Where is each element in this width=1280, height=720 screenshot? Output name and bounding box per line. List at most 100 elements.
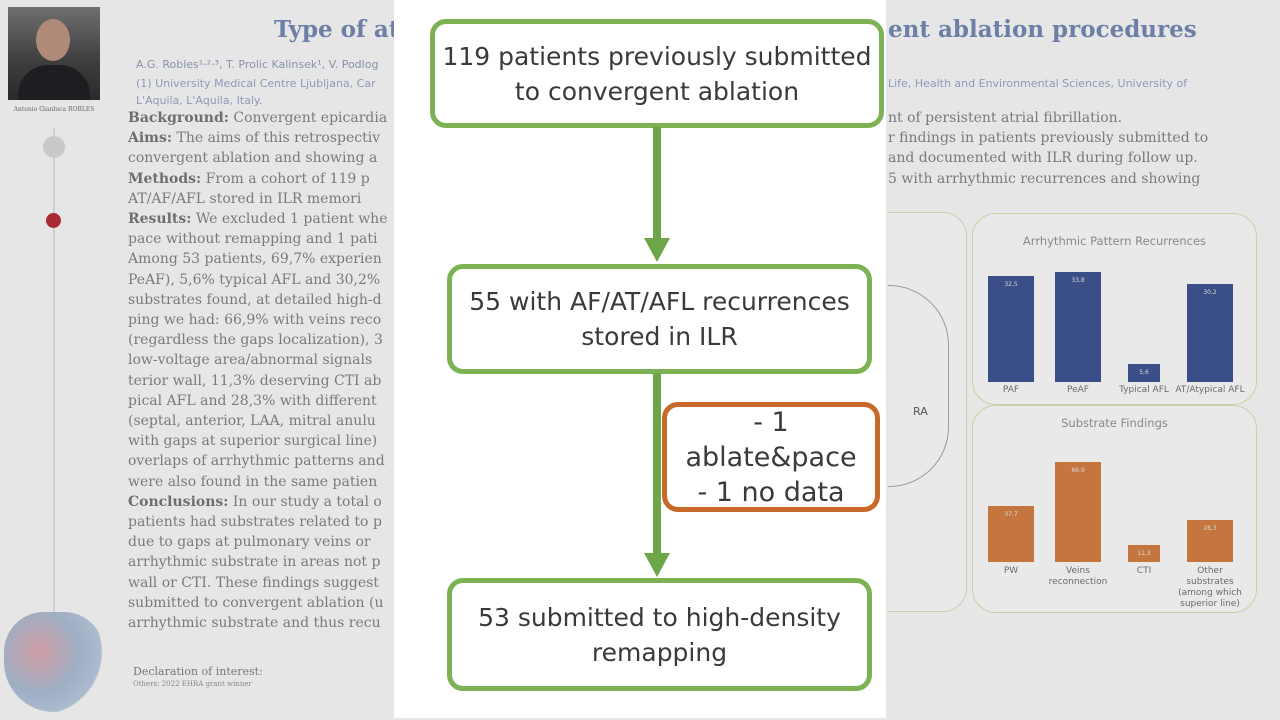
chart-bar [1128,545,1160,562]
poster-title-left: Type of atr [274,16,412,43]
abstract-line: pical AFL and 28,3% with different [128,391,394,411]
chart-value-label: 33,8 [1071,277,1085,284]
affiliation-line-2: L'Aquila, L'Aquila, Italy. [136,94,263,107]
chart-value-label: 32,5 [1004,281,1018,288]
chart-bar [1128,364,1160,382]
abstract-line: substrates found, at detailed high-d [128,290,394,310]
abstract-text: convergent ablation and showing a [128,150,378,167]
timeline-dot-grey [43,136,65,158]
author-photo-body [18,65,90,100]
chart-value-label: 66,9 [1071,467,1085,474]
abstract-text: We excluded 1 patient whe [191,211,388,228]
abstract-text: low-voltage area/abnormal signals [128,352,373,369]
declaration-title: Declaration of interest: [133,665,263,678]
abstract-line: 5 with arrhythmic recurrences and showin… [888,170,1201,187]
abstract-line: Results: We excluded 1 patient whe [128,209,394,229]
arrow-down-icon [644,553,670,577]
declaration-subtitle: Others: 2022 EHRA grant winner [133,680,252,688]
abstract-text: AT/AF/AFL stored in ILR memori [128,190,362,207]
abstract-text: substrates found, at detailed high-d [128,291,382,308]
chart-title: Substrate Findings [1061,416,1168,430]
abstract-text: (regardless the gaps localization), 3 [128,332,383,349]
abstract-text: due to gaps at pulmonary veins or [128,534,371,551]
abstract-heading: Background: [128,110,229,126]
abstract-text: terior wall, 11,3% deserving CTI ab [128,372,382,389]
abstract-line: nt of persistent atrial fibrillation. [888,110,1123,126]
abstract-text: overlaps of arrhythmic patterns and [128,453,385,470]
right-atrium-outline [888,285,949,487]
chart-category-label: Veins reconnection [1048,566,1108,587]
abstract-text: The aims of this retrospectiv [172,130,381,147]
flow-connector-2 [653,373,661,554]
abstract-line: Conclusions: In our study a total o [128,492,394,512]
chart-category-label: PeAF [1067,385,1089,395]
chart-category-label: PAF [1002,385,1020,395]
abstract-heading: Results: [128,211,192,228]
abstract-text: with gaps at superior surgical line) [128,433,378,450]
abstract-heading: Methods: [128,170,202,187]
abstract-text: Among 53 patients, 69,7% experien [128,251,382,268]
chart-bar [1187,284,1233,382]
abstract-line: due to gaps at pulmonary veins or [128,532,394,552]
abstract-text: patients had substrates related to p [128,514,382,531]
abstract-line: wall or CTI. These findings suggest [128,573,394,593]
affiliation-line-1: (1) University Medical Centre Ljubljana,… [136,77,376,90]
flow-box-remapping: 53 submitted to high-density remapping [447,578,872,691]
abstract-text: PeAF), 5,6% typical AFL and 30,2% [128,271,381,288]
abstract-line: (regardless the gaps localization), 3 [128,330,394,350]
abstract-text: arrhythmic substrate and thus recu [128,615,381,632]
chart-category-label: Other substrates (among which superior l… [1178,566,1242,609]
abstract-heading: Conclusions: [128,493,229,510]
abstract-line: PeAF), 5,6% typical AFL and 30,2% [128,270,394,290]
chart-category-label: CTI [1136,566,1152,576]
chart-category-label: Typical AFL [1119,385,1169,395]
chart-value-label: 37,7 [1004,511,1018,518]
author-photo-head [36,19,70,61]
abstract-text: ping we had: 66,9% with veins reco [128,312,382,329]
abstract-line: with gaps at superior surgical line) [128,431,394,451]
abstract-line: terior wall, 11,3% deserving CTI ab [128,371,394,391]
chart-value-label: 28,3 [1203,525,1217,532]
timeline-line [53,128,55,618]
abstract-text: pace without remapping and 1 pati [128,231,378,248]
abstract-text: wall or CTI. These findings suggest [128,574,379,591]
heart-logo-icon [4,612,104,712]
flow-box-recurrences: 55 with AF/AT/AFL recurrences stored in … [447,264,872,374]
abstract-line: arrhythmic substrate in areas not p [128,552,394,572]
poster-title-right: ent ablation procedures [888,16,1197,43]
abstract-heading: Aims: [128,130,173,147]
abstract-line: low-voltage area/abnormal signals [128,350,394,370]
abstract-text: In our study a total o [228,493,382,510]
chart-bar [988,506,1034,562]
flowchart-panel: 119 patients previously submitted to con… [394,0,886,718]
authors-line: A.G. Robles¹·²·³, T. Prolic Kalinsek¹, V… [136,58,379,71]
abstract-text: submitted to convergent ablation (u [128,594,384,611]
anatomy-figure [888,212,967,612]
abstract-line: (septal, anterior, LAA, mitral anulu [128,411,394,431]
abstract-line: Methods: From a cohort of 119 p [128,169,394,189]
timeline-dot-red [46,213,61,228]
flow-box-excluded: - 1 ablate&pace - 1 no data [662,402,880,512]
abstract-line: Background: Convergent epicardia [128,108,394,128]
abstract-line: ping we had: 66,9% with veins reco [128,310,394,330]
abstract-text: Convergent epicardia [228,110,388,126]
abstract-line: AT/AF/AFL stored in ILR memori [128,189,394,209]
chart-title: Arrhythmic Pattern Recurrences [1022,234,1207,248]
abstract-line: pace without remapping and 1 pati [128,229,394,249]
abstract-line: patients had substrates related to p [128,512,394,532]
abstract-line: r findings in patients previously submit… [888,130,1209,147]
ra-label: RA [913,405,928,418]
abstract-line: and documented with ILR during follow up… [888,150,1198,167]
abstract-line: submitted to convergent ablation (u [128,593,394,613]
abstract-text-right: nt of persistent atrial fibrillation. r f… [888,108,1238,189]
chart-bar [1187,520,1233,562]
chart-value-label: 11,3 [1137,550,1151,557]
abstract-line: overlaps of arrhythmic patterns and [128,451,394,471]
chart-value-label: 30,2 [1203,289,1217,296]
chart-value-label: 5,6 [1139,369,1149,376]
arrow-down-icon [644,238,670,262]
abstract-text: (septal, anterior, LAA, mitral anulu [128,413,376,430]
